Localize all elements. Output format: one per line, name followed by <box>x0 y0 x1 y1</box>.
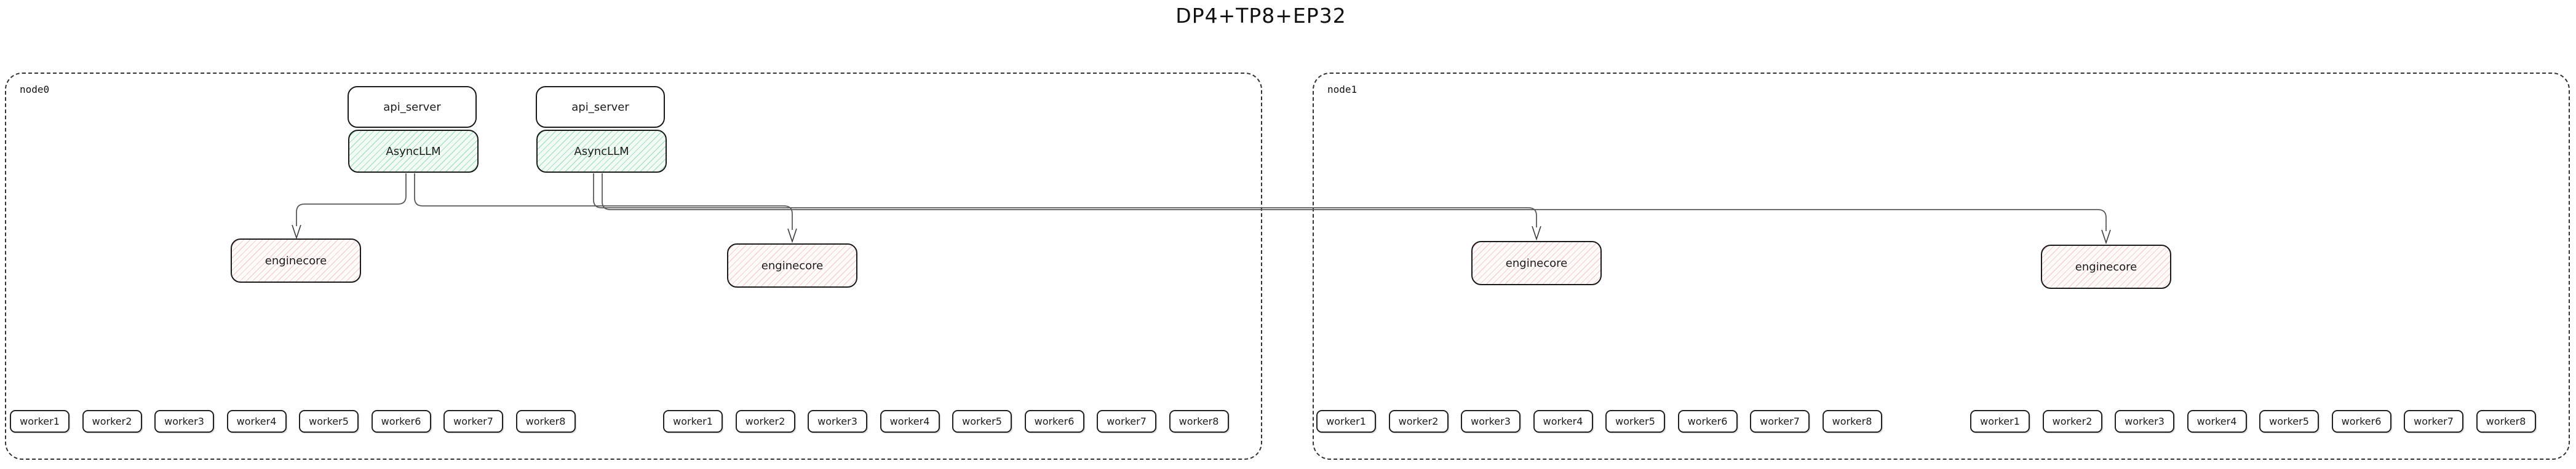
worker-box: worker8 <box>2476 410 2536 433</box>
worker-box: worker7 <box>1097 410 1156 433</box>
worker-box: worker3 <box>2115 410 2174 433</box>
api-server-1-box: api_server <box>348 86 477 128</box>
worker-box: worker1 <box>1970 410 2030 433</box>
worker-box: worker5 <box>2259 410 2319 433</box>
worker-box: worker3 <box>1461 410 1521 433</box>
worker-box: worker1 <box>663 410 723 433</box>
worker-box: worker2 <box>82 410 142 433</box>
worker-box: worker1 <box>10 410 70 433</box>
worker-box: worker8 <box>515 410 576 433</box>
worker-box: worker2 <box>1388 410 1449 433</box>
node0-container <box>5 73 1262 460</box>
worker-box: worker4 <box>2187 410 2247 433</box>
diagram-title: DP4+TP8+EP32 <box>1175 4 1346 28</box>
worker-box: worker5 <box>1605 410 1665 433</box>
node1-worker-group-1: worker1 worker2 worker3 worker4 worker5 … <box>1316 410 1882 433</box>
worker-box: worker4 <box>226 410 287 433</box>
enginecore-4-box: enginecore <box>2041 245 2171 289</box>
worker-box: worker7 <box>443 410 503 433</box>
node0-worker-group-1: worker1 worker2 worker3 worker4 worker5 … <box>10 410 576 433</box>
asyncllm-2-box: AsyncLLM <box>536 130 667 173</box>
node1-container <box>1313 73 2570 460</box>
worker-box: worker2 <box>2042 410 2102 433</box>
asyncllm-1-box: AsyncLLM <box>348 130 479 173</box>
worker-box: worker7 <box>2404 410 2463 433</box>
node0-worker-group-2: worker1 worker2 worker3 worker4 worker5 … <box>663 410 1229 433</box>
worker-box: worker6 <box>1677 410 1738 433</box>
worker-box: worker8 <box>1169 410 1229 433</box>
node0-label: node0 <box>20 84 50 95</box>
worker-box: worker3 <box>808 410 867 433</box>
worker-box: worker8 <box>1822 410 1882 433</box>
worker-box: worker6 <box>1024 410 1084 433</box>
worker-box: worker4 <box>1533 410 1593 433</box>
enginecore-2-box: enginecore <box>727 243 857 288</box>
worker-box: worker1 <box>1316 410 1376 433</box>
worker-box: worker6 <box>2331 410 2391 433</box>
worker-box: worker5 <box>299 410 359 433</box>
worker-box: worker6 <box>371 410 431 433</box>
node1-worker-group-2: worker1 worker2 worker3 worker4 worker5 … <box>1970 410 2536 433</box>
worker-box: worker5 <box>952 410 1012 433</box>
enginecore-3-box: enginecore <box>1471 241 1602 285</box>
enginecore-1-box: enginecore <box>231 238 361 283</box>
worker-box: worker4 <box>880 410 940 433</box>
worker-box: worker2 <box>735 410 795 433</box>
node1-label: node1 <box>1327 84 1358 95</box>
api-server-2-box: api_server <box>536 86 665 128</box>
worker-box: worker3 <box>154 410 214 433</box>
worker-box: worker7 <box>1750 410 1810 433</box>
